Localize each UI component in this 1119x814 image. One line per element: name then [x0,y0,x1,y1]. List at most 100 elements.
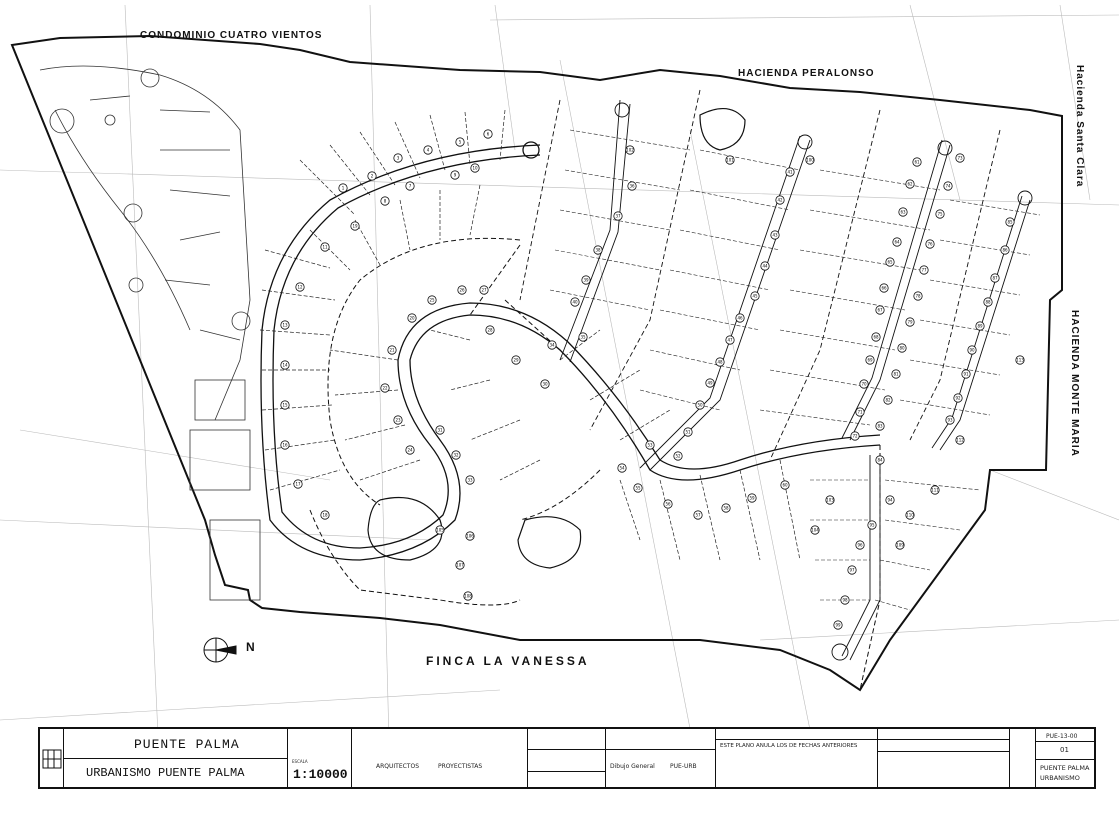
lot-number: 31 [437,428,443,433]
lot-number: 112 [956,438,964,443]
lot-number: 104 [811,528,819,533]
lot-marker [280,320,290,330]
lot-marker [633,483,643,493]
lot-number: 92 [955,396,961,401]
label-condominio: CONDOMINIO CUATRO VIENTOS [140,30,323,41]
lot-marker [805,155,815,165]
lot-marker [875,421,885,431]
lot-marker [725,155,735,165]
title-block: PUENTE PALMA URBANISMO PUENTE PALMA ESCA… [38,727,1096,789]
lot-number: 60 [782,483,788,488]
lot-marker [885,495,895,505]
lot-number: 14 [282,363,288,368]
lot-number: 93 [947,418,953,423]
lot-number: 46 [737,316,743,321]
lot-number: 20 [409,316,415,321]
lot-number: 80 [899,346,905,351]
lot-number: 18 [322,513,328,518]
lot-number: 16 [282,443,288,448]
lot-number: 98 [842,598,848,603]
lot-marker [320,242,330,252]
scale-cell: ESCALA 1:10000 [288,729,352,787]
dates-cell [1010,729,1036,787]
lot-marker [875,455,885,465]
lot-marker [407,313,417,323]
lot-marker [879,283,889,293]
lot-marker [912,157,922,167]
lot-marker [683,427,693,437]
lot-marker [1015,355,1025,365]
lot-number: 61 [914,160,920,165]
lot-marker [280,360,290,370]
lot-marker [871,332,881,342]
lot-marker [967,345,977,355]
lot-marker [693,510,703,520]
lot-strips [519,89,1033,661]
lot-number: 6 [487,132,490,137]
lot-number: 12 [297,285,303,290]
lot-marker [721,503,731,513]
lot-marker [380,196,390,206]
lot-marker [427,295,437,305]
lot-number: 25 [429,298,435,303]
lot-number: 9 [454,173,457,178]
lot-number: 79 [907,320,913,325]
lot-number: 90 [969,348,975,353]
lot-number: 57 [695,513,701,518]
lot-number: 68 [873,335,879,340]
lot-number: 19 [352,224,358,229]
lot-number: 43 [772,233,778,238]
revisions-cell [878,729,1010,787]
lot-marker [747,493,757,503]
lot-number: 77 [921,268,927,273]
lot-number: 62 [907,182,913,187]
bottom-right-1: PUENTE PALMA [1040,764,1090,772]
lot-number: 70 [861,382,867,387]
lot-number: 13 [282,323,288,328]
lot-number: 84 [877,458,883,463]
lot-number: 75 [937,212,943,217]
lot-number: 36 [629,184,635,189]
lot-marker [855,540,865,550]
lot-marker [511,355,521,365]
lot-marker [925,239,935,249]
property-boundary [10,34,1063,692]
lot-marker [673,451,683,461]
lot-marker [387,345,397,355]
lot-number: 96 [857,543,863,548]
lot-marker [295,282,305,292]
lot-number: 56 [665,502,671,507]
lot-number: 106 [466,534,474,539]
drawing-label: Dibujo General [610,763,655,770]
lot-marker [975,321,985,331]
label-monte-maria: HACIENDA MONTE MARIA [1069,310,1080,457]
lot-marker [785,167,795,177]
lot-marker [780,480,790,490]
lot-marker [859,379,869,389]
lot-number: 7 [409,184,412,189]
lot-number: 100 [806,158,814,163]
lot-marker [833,620,843,630]
lot-number: 78 [915,294,921,299]
lot-marker [695,400,705,410]
lot-marker [470,163,480,173]
lot-marker [578,332,588,342]
inner-lots [309,237,881,691]
lot-marker [450,170,460,180]
designers-label: PROYECTISTAS [438,763,483,770]
lot-number: 88 [985,300,991,305]
lot-number: 53 [647,443,653,448]
lot-marker [892,237,902,247]
lot-number: 91 [963,372,969,377]
lot-marker [883,395,893,405]
lot-marker [825,495,835,505]
drawing-cell: Dibujo General PUE-URB [606,729,716,787]
lot-marker [885,257,895,267]
lot-number: 59 [749,496,755,501]
lot-marker [479,285,489,295]
lot-number: 111 [931,488,939,493]
lot-number: 33 [467,478,473,483]
lot-number: 113 [1016,358,1024,363]
lot-marker [613,211,623,221]
